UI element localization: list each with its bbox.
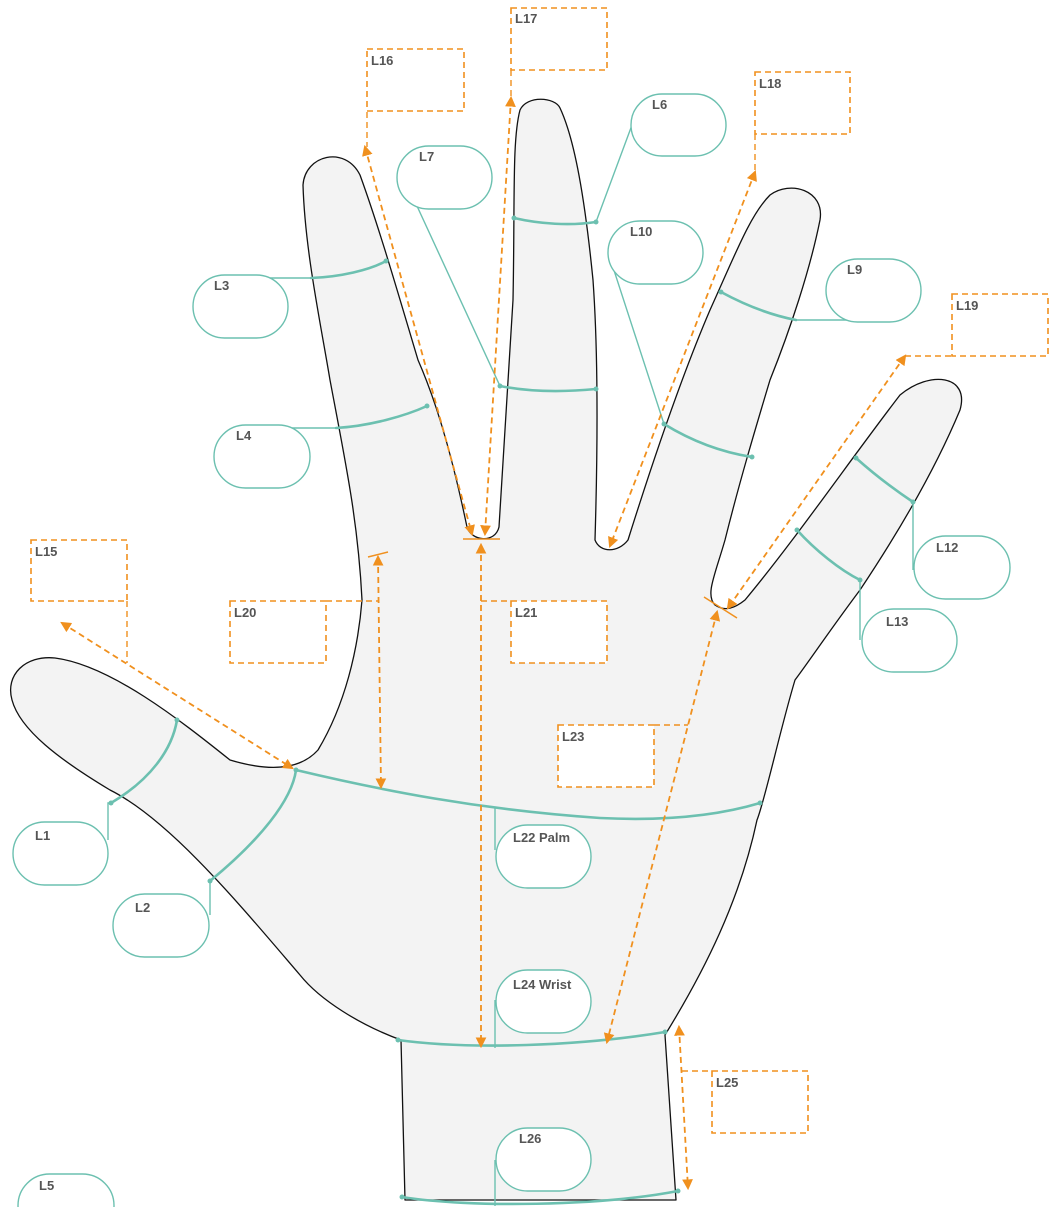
label-L19: L19 [952,294,1048,356]
label-L20: L20 [230,601,326,663]
svg-text:L24 Wrist: L24 Wrist [513,977,572,992]
label-L7: L7 [397,146,492,209]
svg-text:L10: L10 [630,224,652,239]
svg-text:L13: L13 [886,614,908,629]
label-L23: L23 [558,725,654,787]
svg-text:L4: L4 [236,428,252,443]
svg-text:L2: L2 [135,900,150,915]
svg-text:L6: L6 [652,97,667,112]
svg-text:L15: L15 [35,544,57,559]
svg-text:L12: L12 [936,540,958,555]
label-L16: L16 [367,49,464,111]
label-L24: L24 Wrist [496,970,591,1033]
label-L17: L17 [511,8,607,70]
label-L13: L13 [862,609,957,672]
svg-text:L21: L21 [515,605,537,620]
label-L15: L15 [31,540,127,601]
svg-text:L23: L23 [562,729,584,744]
svg-text:L9: L9 [847,262,862,277]
label-L4: L4 [214,425,310,488]
label-L21: L21 [511,601,607,663]
label-L12: L12 [914,536,1010,599]
svg-text:L26: L26 [519,1131,541,1146]
svg-text:L5: L5 [39,1178,54,1193]
label-L10: L10 [608,221,703,284]
svg-text:L3: L3 [214,278,229,293]
hand-outline [11,99,962,1200]
label-L3: L3 [193,275,288,338]
svg-text:L1: L1 [35,828,50,843]
label-L5: L5 [18,1174,114,1207]
label-L22: L22 Palm [496,825,591,888]
label-L9: L9 [826,259,921,322]
svg-text:L7: L7 [419,149,434,164]
label-L6: L6 [631,94,726,156]
svg-text:L18: L18 [759,76,781,91]
svg-text:L19: L19 [956,298,978,313]
label-L2: L2 [113,894,209,957]
label-L1: L1 [13,822,108,885]
svg-text:L20: L20 [234,605,256,620]
label-L26: L26 [496,1128,591,1191]
label-L25: L25 [712,1071,808,1133]
svg-text:L25: L25 [716,1075,738,1090]
svg-text:L17: L17 [515,11,537,26]
svg-text:L16: L16 [371,53,393,68]
label-L18: L18 [755,72,850,134]
svg-text:L22 Palm: L22 Palm [513,830,570,845]
